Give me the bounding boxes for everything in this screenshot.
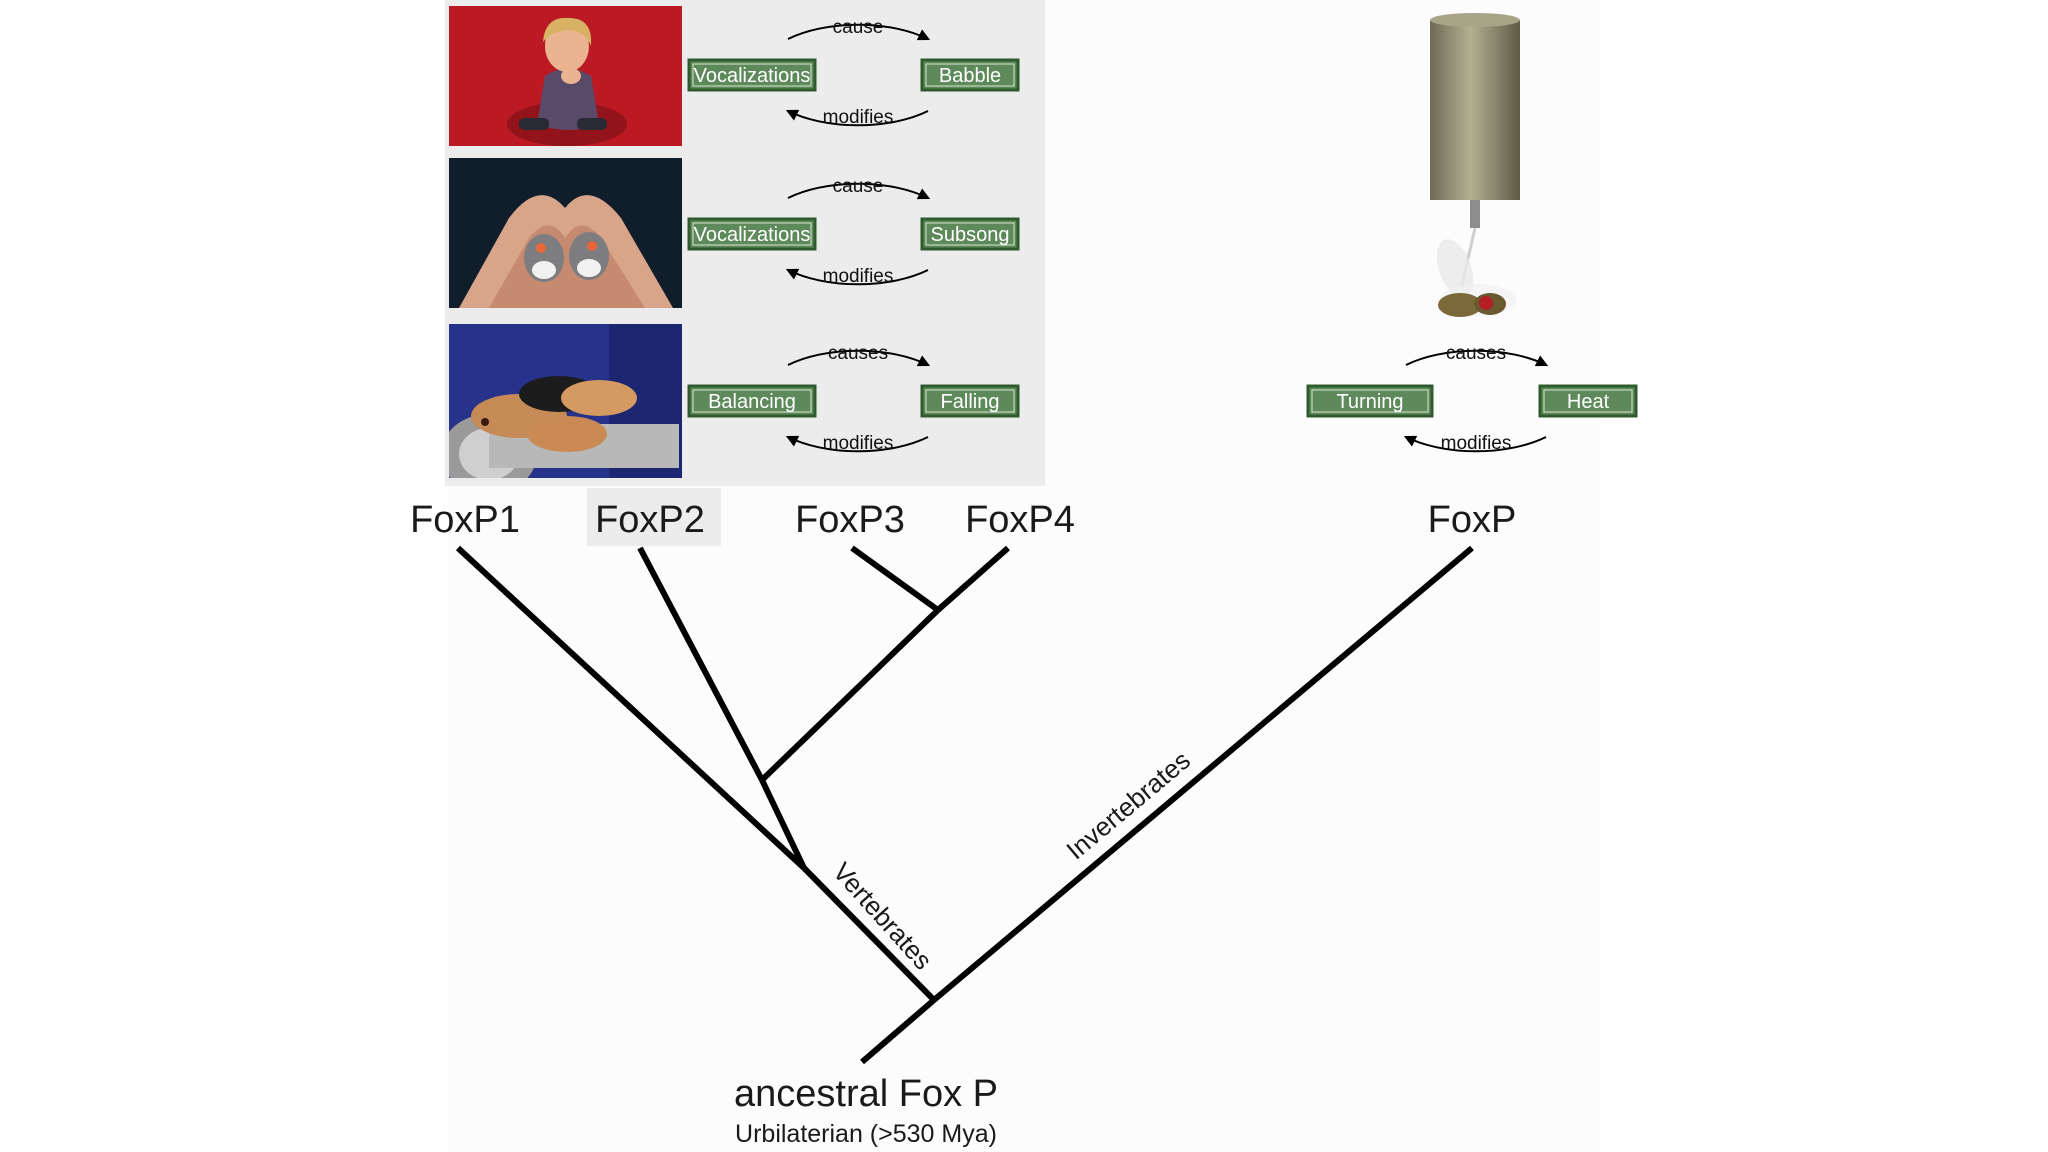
loop-box-left-inner — [692, 389, 812, 413]
branch-foxp2 — [637, 546, 765, 782]
loop-box-right-inner — [1543, 389, 1633, 413]
loop-box-right — [920, 58, 1020, 92]
loop-bottom-word: modifies — [1441, 433, 1512, 454]
loop-box-left — [687, 384, 817, 418]
loop-box-right-text: Subsong — [931, 224, 1010, 246]
modifies-arrow — [785, 268, 929, 286]
loop-box-right-inner — [925, 222, 1015, 246]
branch-vertebrate-inner — [759, 778, 807, 870]
label-invertebrates: Invertebrates — [1060, 745, 1196, 866]
branch-foxp3 — [850, 545, 940, 613]
loop-box-left-text: Vocalizations — [694, 224, 811, 246]
loop-box-left — [687, 58, 817, 92]
tree-branches — [455, 545, 1474, 1065]
loop-box-left-inner — [1311, 389, 1429, 413]
loop-box-right — [1538, 384, 1638, 418]
label-foxp4: FoxP4 — [965, 499, 1075, 541]
cause-arrow — [1405, 349, 1549, 367]
child-photo — [449, 6, 682, 156]
branch-foxp4 — [936, 545, 1010, 613]
cause-arrow — [787, 182, 931, 200]
label-foxp1: FoxP1 — [410, 499, 520, 541]
label-foxp: FoxP — [1428, 499, 1517, 541]
loop-box-left-text: Turning — [1336, 391, 1403, 413]
label-vertebrates: Vertebrates — [827, 857, 938, 976]
loop-box-left-inner — [692, 63, 812, 87]
label-foxp2: FoxP2 — [595, 499, 705, 541]
loop-box-right-text: Heat — [1567, 391, 1610, 413]
loop-box-left-text: Vocalizations — [694, 65, 811, 87]
modifies-arrow — [785, 109, 929, 127]
loop-box-left-inner — [692, 222, 812, 246]
loop-box-right-text: Falling — [941, 391, 1000, 413]
loop-top-word: causes — [1446, 343, 1506, 364]
modifies-arrow — [785, 435, 929, 453]
loop-bottom-word: modifies — [823, 266, 894, 287]
loop-top-word: cause — [833, 17, 884, 38]
mice-rotarod-photo — [449, 324, 682, 478]
zebra-finch-photo — [449, 158, 682, 308]
branch-vertebrates — [801, 865, 937, 1003]
label-foxp3: FoxP3 — [795, 499, 905, 541]
modifies-arrow — [1403, 435, 1547, 453]
loop-3: Balancing Falling causes modifies — [687, 343, 1020, 454]
loop-box-left — [1306, 384, 1434, 418]
branch-root — [860, 997, 936, 1065]
cause-arrow — [787, 349, 931, 367]
loop-box-right — [920, 384, 1020, 418]
loop-2: Vocalizations Subsong cause modifies — [687, 176, 1020, 287]
loop-4: Turning Heat causes modifies — [1306, 343, 1638, 454]
loop-box-right-inner — [925, 389, 1015, 413]
root-title: ancestral Fox P — [734, 1073, 998, 1115]
loop-bottom-word: modifies — [823, 107, 894, 128]
branch-invertebrates — [932, 545, 1474, 1003]
fly-tether-rig — [1430, 13, 1520, 317]
loop-box-right — [920, 217, 1020, 251]
branch-foxp34 — [759, 607, 941, 783]
loop-box-right-text: Babble — [939, 65, 1001, 87]
foxp2-highlight — [587, 488, 721, 546]
loop-box-left — [687, 217, 817, 251]
loop-top-word: cause — [833, 176, 884, 197]
loop-1: Vocalizations Babble cause modifies — [687, 17, 1020, 128]
cause-arrow — [787, 23, 931, 41]
loop-bottom-word: modifies — [823, 433, 894, 454]
root-subtitle: Urbilaterian (>530 Mya) — [735, 1120, 997, 1148]
branch-foxp1 — [455, 545, 807, 871]
loop-top-word: causes — [828, 343, 888, 364]
loop-box-right-inner — [925, 63, 1015, 87]
loop-box-left-text: Balancing — [708, 391, 796, 413]
